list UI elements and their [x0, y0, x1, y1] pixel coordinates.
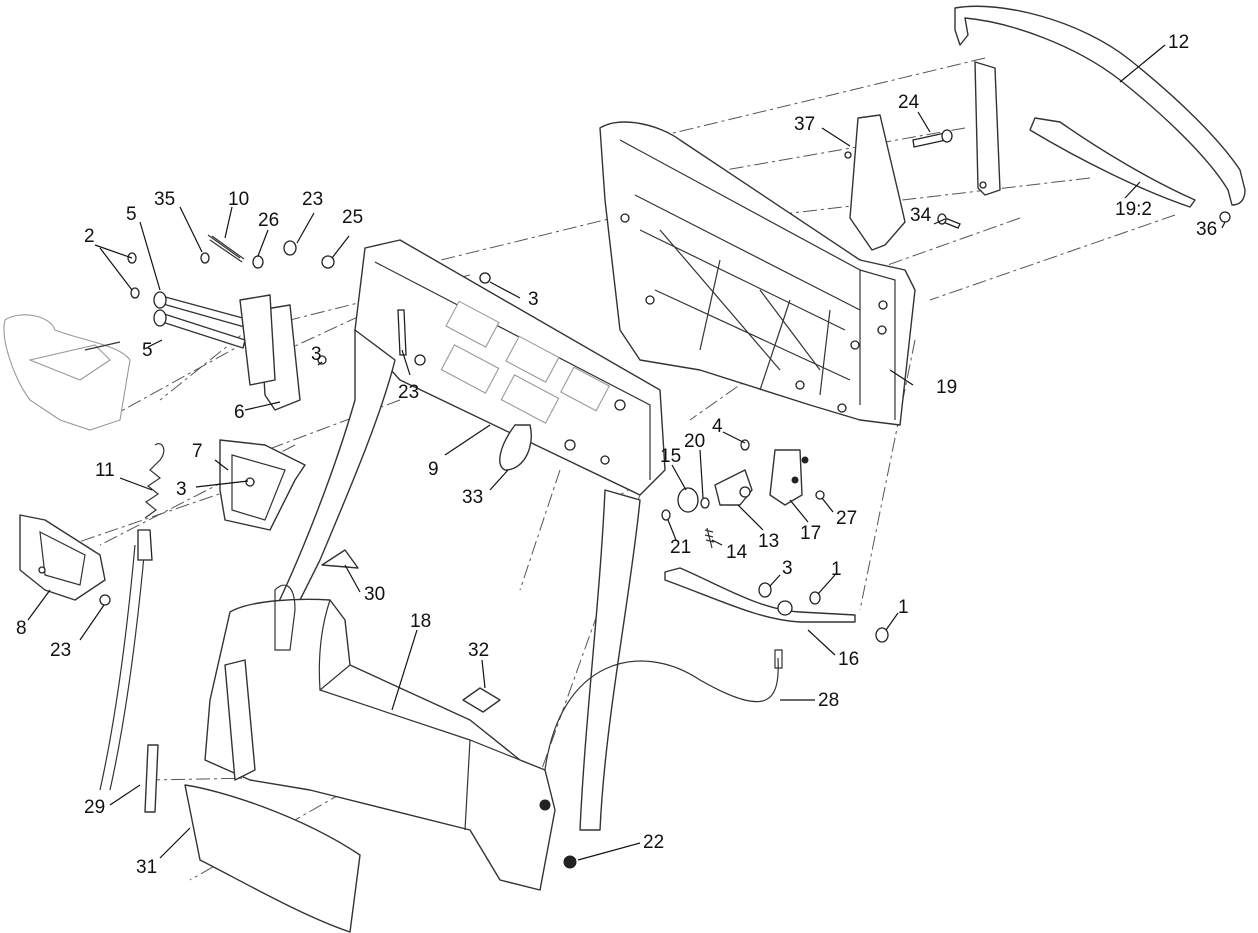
callout-3-top: 3	[528, 289, 539, 310]
callout-19-2: 19:2	[1115, 199, 1152, 220]
screw-part-21	[661, 509, 671, 521]
callout-3-right: 3	[782, 558, 793, 579]
front-shroud-part-18	[204, 584, 556, 891]
leader-lines	[27, 44, 1226, 861]
callout-30: 30	[364, 584, 385, 605]
callout-16: 16	[838, 649, 859, 670]
callout-33: 33	[462, 487, 483, 508]
nut-part-36	[1219, 211, 1231, 223]
callout-37: 37	[794, 114, 815, 135]
callout-14: 14	[726, 542, 748, 563]
callout-19: 19	[936, 377, 957, 398]
handle-bar-part-12	[954, 5, 1246, 206]
nut-part-3-left	[317, 355, 327, 365]
callout-3-bracket: 3	[176, 479, 187, 500]
callout-36: 36	[1196, 219, 1217, 240]
bracket-part-17	[769, 449, 803, 506]
hardware-part-1-3	[758, 582, 889, 643]
callout-3-left: 3	[311, 344, 322, 365]
nut-part-26	[252, 255, 264, 269]
callout-7: 7	[192, 441, 203, 462]
washer-part-15	[677, 487, 699, 513]
callout-26: 26	[258, 210, 279, 231]
callout-5-top: 5	[126, 204, 137, 225]
callout-20: 20	[684, 431, 705, 452]
decal-part-30	[321, 549, 359, 569]
callout-8: 8	[16, 618, 27, 639]
callout-27: 27	[836, 508, 857, 529]
callout-31: 31	[136, 857, 157, 878]
rear-frame-part-19	[599, 121, 916, 426]
grip-strip-part-19-2	[1029, 117, 1196, 208]
callout-5-bottom: 5	[142, 340, 153, 361]
callout-23-top: 23	[302, 189, 323, 210]
cable-part-28	[544, 649, 783, 771]
callout-2: 2	[84, 226, 95, 247]
decal-part-32	[462, 687, 501, 713]
callout-12: 12	[1168, 32, 1189, 53]
nut-part-25	[321, 255, 335, 269]
callout-21: 21	[670, 537, 691, 558]
callout-labels: 12 24 37 19:2 36 34 10 35 26 23 25 2 5 5…	[16, 32, 1217, 878]
callout-23-bottom: 23	[50, 640, 71, 661]
callout-11: 11	[95, 460, 115, 481]
callout-1-top: 1	[831, 559, 842, 580]
bolt-part-23-top	[283, 240, 297, 256]
pin-part-24	[912, 129, 953, 148]
rod-part-16	[664, 567, 856, 623]
callout-34: 34	[910, 205, 932, 226]
spring-part-14	[704, 527, 715, 549]
screw-part-22	[539, 799, 577, 869]
callout-24: 24	[898, 92, 920, 113]
washer-part-20	[700, 497, 710, 509]
callout-22: 22	[643, 832, 664, 853]
callout-17: 17	[800, 523, 821, 544]
callout-35: 35	[154, 189, 175, 210]
callout-10: 10	[228, 189, 249, 210]
nut-part-35	[200, 252, 210, 264]
callout-18: 18	[410, 611, 431, 632]
callout-9: 9	[428, 459, 439, 480]
callout-15: 15	[660, 446, 681, 467]
spring-part-11	[144, 443, 165, 519]
callout-32: 32	[468, 640, 489, 661]
callout-1-right: 1	[898, 597, 909, 618]
callout-13: 13	[758, 531, 779, 552]
front-panel-part-31	[184, 784, 361, 933]
bolt-part-23-mid	[397, 309, 407, 356]
handle-mount-plate	[974, 61, 1001, 196]
cover-plate-part-37	[844, 114, 906, 251]
callout-29: 29	[84, 797, 105, 818]
callout-4: 4	[712, 416, 723, 437]
callout-23-mid: 23	[398, 382, 419, 403]
strip-part-29	[144, 744, 159, 813]
callout-28: 28	[818, 690, 839, 711]
nut-part-27	[815, 490, 825, 500]
bracket-part-8	[19, 514, 153, 791]
left-linkage-assembly	[3, 234, 491, 431]
bracket-part-7	[219, 439, 306, 531]
latch-assembly	[661, 439, 825, 549]
callout-6: 6	[234, 402, 245, 423]
callout-25: 25	[342, 207, 363, 228]
main-frame-part-9	[269, 239, 666, 831]
nut-part-3-top	[479, 272, 491, 284]
